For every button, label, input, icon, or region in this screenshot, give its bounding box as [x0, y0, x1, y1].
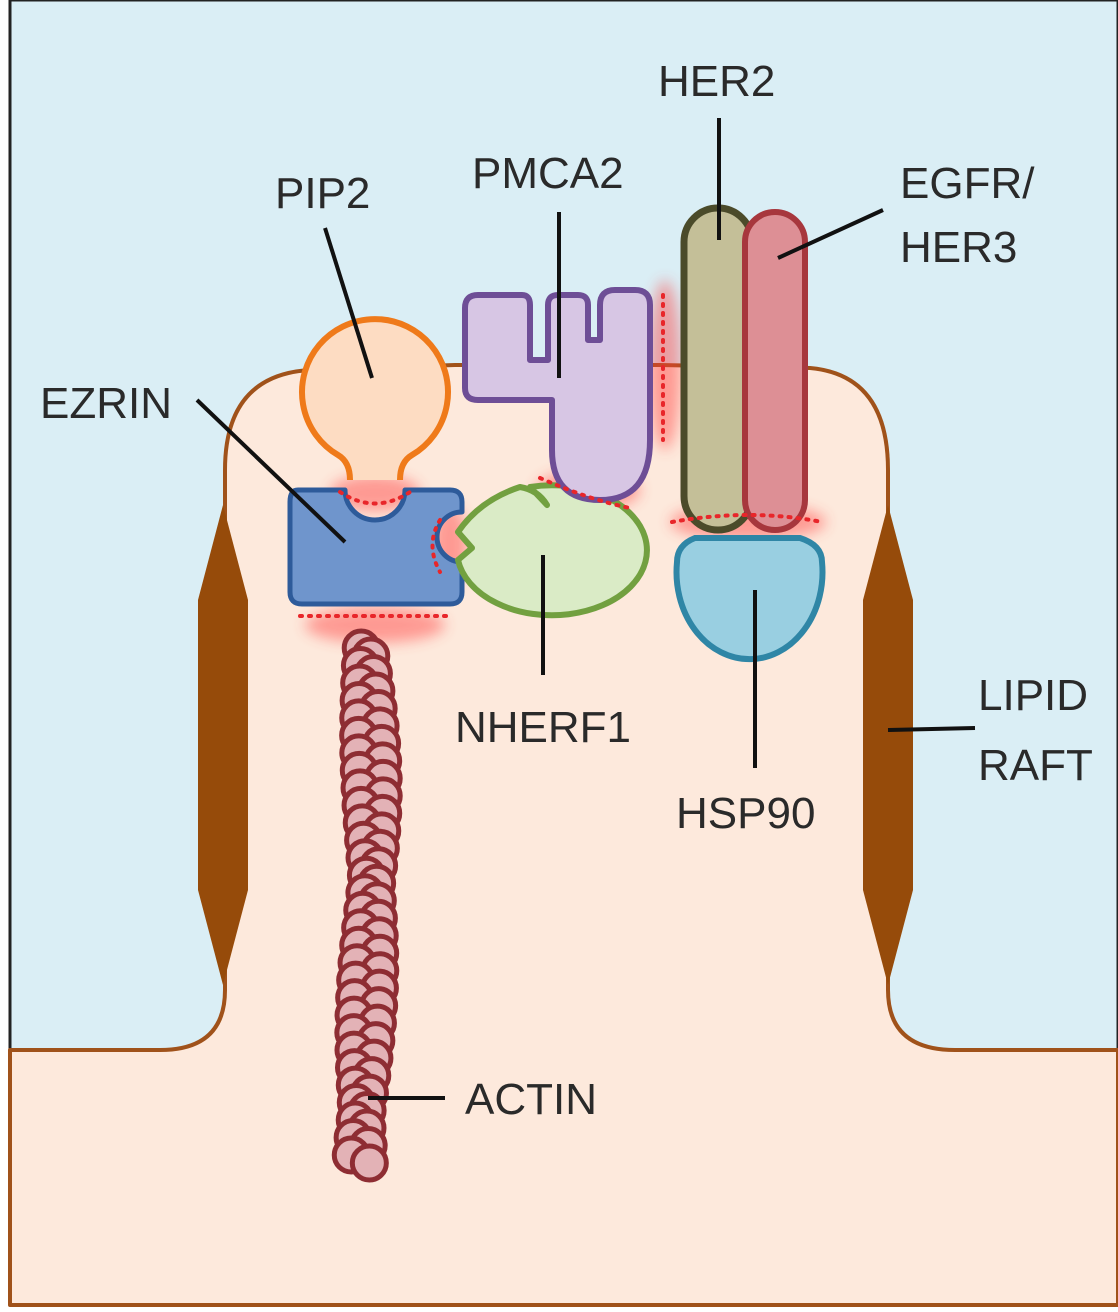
egfr-her3-receptor: [745, 212, 805, 530]
label-pmca2: PMCA2: [472, 149, 624, 198]
her2-receptor: [684, 208, 752, 530]
label-ezrin: EZRIN: [40, 379, 172, 428]
pointer-lipid-raft: [888, 728, 975, 730]
actin-bead: [352, 1146, 386, 1180]
label-egfr-her3-line2: HER3: [900, 223, 1017, 272]
lipid-raft-right: [863, 505, 913, 985]
label-her2: HER2: [658, 57, 775, 106]
label-lipid-raft-line2: RAFT: [978, 741, 1093, 790]
label-egfr-her3-line1: EGFR/: [900, 159, 1035, 208]
label-actin: ACTIN: [465, 1075, 597, 1124]
label-hsp90: HSP90: [676, 789, 815, 838]
lipid-raft-left: [198, 505, 248, 985]
label-lipid-raft-line1: LIPID: [978, 671, 1088, 720]
label-pip2: PIP2: [275, 169, 370, 218]
label-nherf1: NHERF1: [455, 703, 631, 752]
